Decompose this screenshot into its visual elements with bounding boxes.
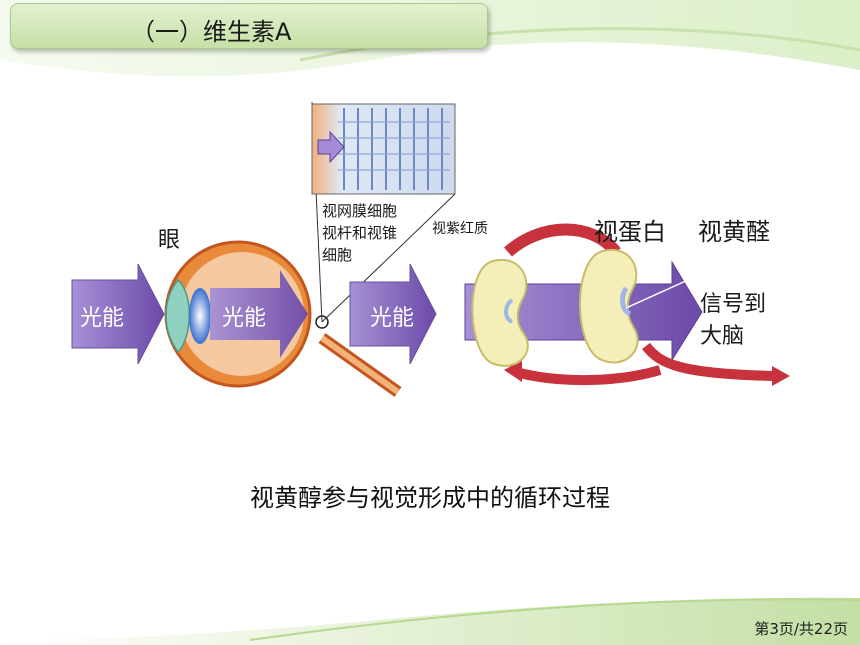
signal-label-line1: 信号到 <box>700 292 767 317</box>
rhodopsin-protein <box>471 259 529 367</box>
light-energy-label-1: 光能 <box>80 306 125 331</box>
retinal-molecule <box>620 286 632 317</box>
title-bar: （一）维生素A <box>10 3 488 49</box>
page-number: 第3页/共22页 <box>754 620 848 638</box>
retina-label-line2: 视杆和视锥 <box>322 224 398 242</box>
retina-magnification <box>311 102 456 323</box>
eye-illustration <box>164 240 402 397</box>
cycle-arrow-bottom <box>642 342 777 381</box>
cycle-arrow-top <box>504 223 621 257</box>
retina-label-line1: 视网膜细胞 <box>322 202 398 220</box>
light-energy-label-3: 光能 <box>370 306 415 331</box>
signal-label-line2: 大脑 <box>700 324 745 349</box>
retina-label-line3: 细胞 <box>322 246 353 264</box>
light-energy-label-2: 光能 <box>222 306 267 331</box>
retinal-label: 视黄醛 <box>698 218 770 246</box>
vision-cycle-diagram <box>71 102 790 397</box>
figure-caption: 视黄醇参与视觉形成中的循环过程 <box>250 484 610 512</box>
light-arrow-left <box>71 263 165 365</box>
eye-label: 眼 <box>158 228 181 253</box>
slide-title: （一）维生素A <box>131 18 292 46</box>
opsin-label: 视蛋白 <box>594 218 666 246</box>
rhodopsin-label: 视紫红质 <box>432 221 488 237</box>
opsin-protein <box>579 249 639 364</box>
light-arrow-middle <box>349 263 437 365</box>
